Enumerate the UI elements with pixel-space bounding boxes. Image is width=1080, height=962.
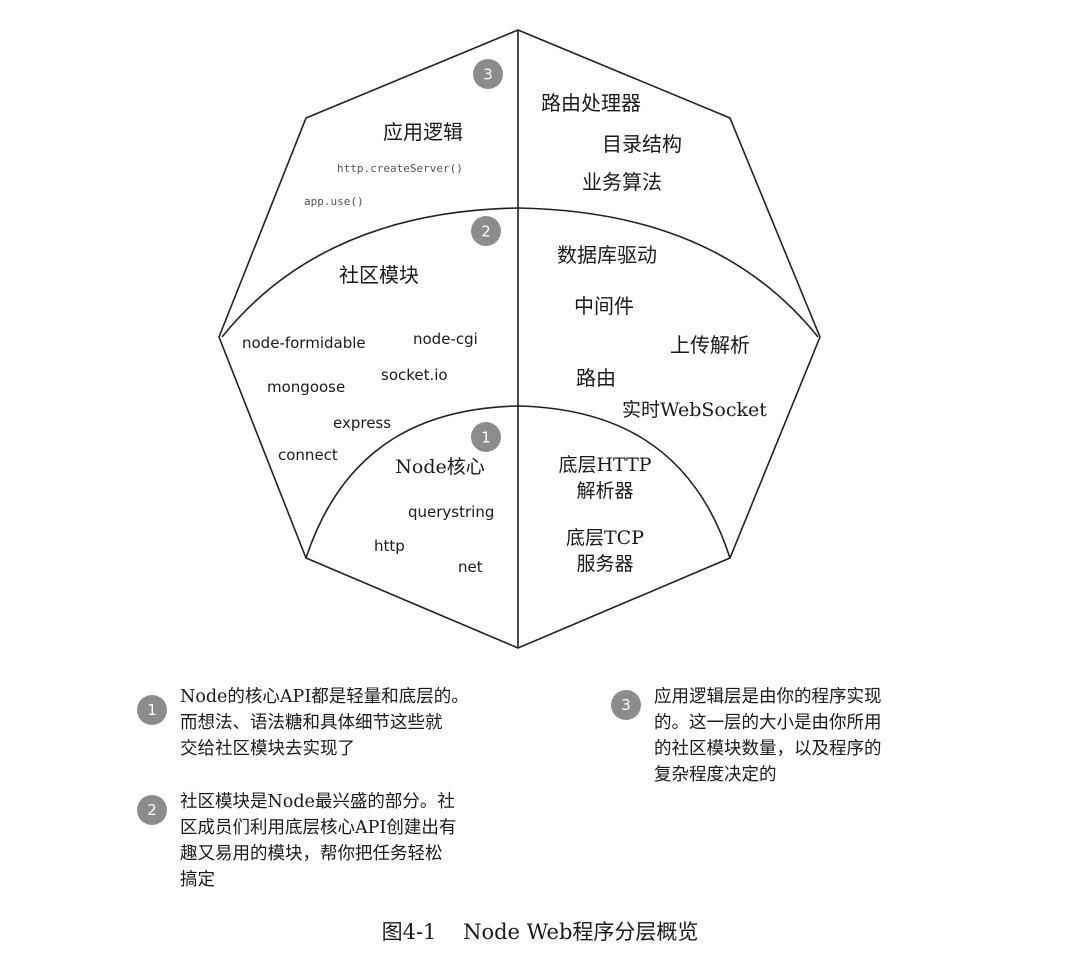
middleware-label: 中间件 [574, 294, 634, 318]
business-algorithm-label: 业务算法 [582, 170, 662, 194]
note-3-line: 应用逻辑层是由你的程序实现 [654, 687, 882, 707]
upload-parsing-label: 上传解析 [670, 333, 750, 357]
core-layer-title: Node核心 [395, 456, 484, 478]
low-level-tcp-label: 底层TCP [566, 527, 644, 549]
database-driver-label: 数据库驱动 [557, 243, 657, 267]
note-2-line: 搞定 [180, 870, 215, 890]
route-handler-label: 路由处理器 [541, 91, 641, 115]
core-layer-arc [305, 405, 731, 559]
module-net: net [458, 558, 483, 576]
svg-text:1: 1 [481, 429, 491, 447]
module-connect: connect [278, 446, 338, 464]
code-app-use: app.use() [304, 195, 364, 208]
realtime-websocket-label: 实时WebSocket [622, 399, 767, 421]
routing-label: 路由 [576, 366, 616, 390]
note-2-badge: 2 [137, 795, 167, 825]
note-1-line: 交给社区模块去实现了 [180, 739, 355, 759]
note-1-badge: 1 [137, 695, 167, 725]
figure-caption: 图4-1 Node Web程序分层概览 [381, 920, 699, 944]
note-1-text: Node的核心API都是轻量和底层的。 而想法、语法糖和具体细节这些就 交给社区… [180, 684, 469, 762]
note-1-line: 而想法、语法糖和具体细节这些就 [180, 713, 443, 733]
note-3-line: 的。这一层的大小是由你所用 [654, 713, 882, 733]
note-3-text: 应用逻辑层是由你的程序实现 的。这一层的大小是由你所用 的社区模块数量，以及程序… [654, 684, 882, 788]
note-3-badge: 3 [611, 690, 641, 720]
community-layer-title: 社区模块 [339, 263, 419, 287]
note-2-text: 社区模块是Node最兴盛的部分。社 区成员们利用底层核心API创建出有 趣又易用… [180, 789, 456, 893]
badge-layer-3: 3 [473, 59, 503, 89]
note-3-line: 复杂程度决定的 [654, 765, 777, 785]
note-2-line: 趣又易用的模块，帮你把任务轻松 [180, 844, 443, 864]
http-parser-label: 解析器 [576, 480, 633, 502]
module-querystring: querystring [408, 503, 494, 521]
note-2-line: 区成员们利用底层核心API创建出有 [180, 818, 457, 838]
module-express: express [333, 414, 391, 432]
module-node-cgi: node-cgi [413, 330, 478, 348]
module-http: http [374, 537, 405, 555]
low-level-http-label: 底层HTTP [558, 454, 651, 476]
community-layer-arc [221, 207, 819, 338]
module-mongoose: mongoose [267, 378, 345, 396]
app-layer-title: 应用逻辑 [383, 120, 463, 144]
svg-text:2: 2 [481, 223, 491, 241]
note-1-line: Node的核心API都是轻量和底层的。 [180, 687, 469, 707]
tcp-server-label: 服务器 [576, 553, 633, 575]
badge-layer-2: 2 [471, 216, 501, 246]
badge-layer-1: 1 [471, 422, 501, 452]
module-socket-io: socket.io [381, 366, 448, 384]
directory-structure-label: 目录结构 [602, 132, 682, 156]
note-3-line: 的社区模块数量，以及程序的 [654, 739, 882, 759]
code-create-server: http.createServer() [337, 162, 463, 175]
module-node-formidable: node-formidable [242, 334, 366, 352]
note-2-line: 社区模块是Node最兴盛的部分。社 [180, 792, 455, 812]
svg-text:3: 3 [483, 66, 493, 84]
